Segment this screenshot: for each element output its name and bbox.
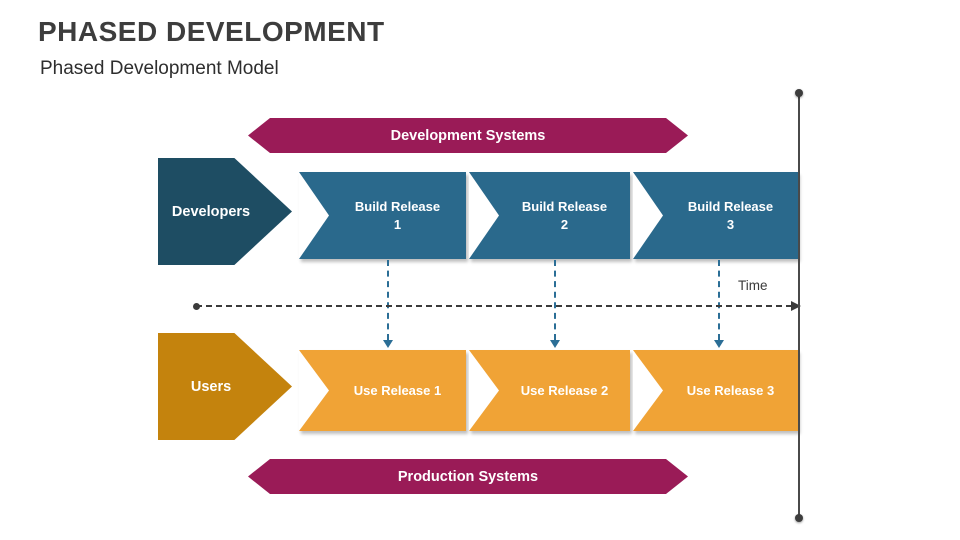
users-arrow: Users (158, 333, 292, 440)
build-release-3-label: Build Release 3 (687, 198, 774, 232)
page-title: PHASED DEVELOPMENT (38, 16, 385, 47)
chevron-notch-icon (469, 172, 499, 259)
milestone-vertical-line (798, 93, 800, 518)
chevron-notch-icon (469, 350, 499, 431)
development-systems-label: Development Systems (390, 127, 546, 144)
build-release-2-chevron: Build Release 2 (469, 172, 630, 259)
production-systems-banner: Production Systems (248, 459, 688, 494)
build-release-1-chevron: Build Release 1 (299, 172, 466, 259)
use-release-3-label: Use Release 3 (686, 382, 775, 398)
use-release-3-chevron: Use Release 3 (633, 350, 798, 431)
development-systems-banner: Development Systems (248, 118, 688, 153)
use-release-1-chevron: Use Release 1 (299, 350, 466, 431)
time-axis-label: Time (738, 278, 768, 293)
time-axis-start-dot (193, 303, 200, 310)
build-release-2-label: Build Release 2 (521, 198, 608, 232)
arrow-down-icon (383, 340, 393, 348)
milestone-bottom-dot (795, 514, 803, 522)
time-axis-arrowhead-icon (791, 301, 801, 311)
release-2-connector-arrow (550, 260, 560, 348)
release-3-connector-arrow (714, 260, 724, 348)
use-release-2-chevron: Use Release 2 (469, 350, 630, 431)
chevron-notch-icon (633, 172, 663, 259)
build-release-1-label: Build Release 1 (354, 198, 441, 232)
milestone-top-dot (795, 89, 803, 97)
time-axis-line (196, 305, 792, 307)
arrow-down-icon (714, 340, 724, 348)
build-release-3-chevron: Build Release 3 (633, 172, 798, 259)
page-subtitle: Phased Development Model (40, 58, 279, 79)
release-1-connector-arrow (383, 260, 393, 348)
chevron-notch-icon (299, 172, 329, 259)
production-systems-label: Production Systems (397, 468, 539, 485)
developers-label: Developers (171, 203, 251, 220)
use-release-1-label: Use Release 1 (353, 382, 442, 398)
arrow-down-icon (550, 340, 560, 348)
chevron-notch-icon (299, 350, 329, 431)
users-label: Users (190, 378, 232, 395)
use-release-2-label: Use Release 2 (520, 382, 609, 398)
developers-arrow: Developers (158, 158, 292, 265)
chevron-notch-icon (633, 350, 663, 431)
